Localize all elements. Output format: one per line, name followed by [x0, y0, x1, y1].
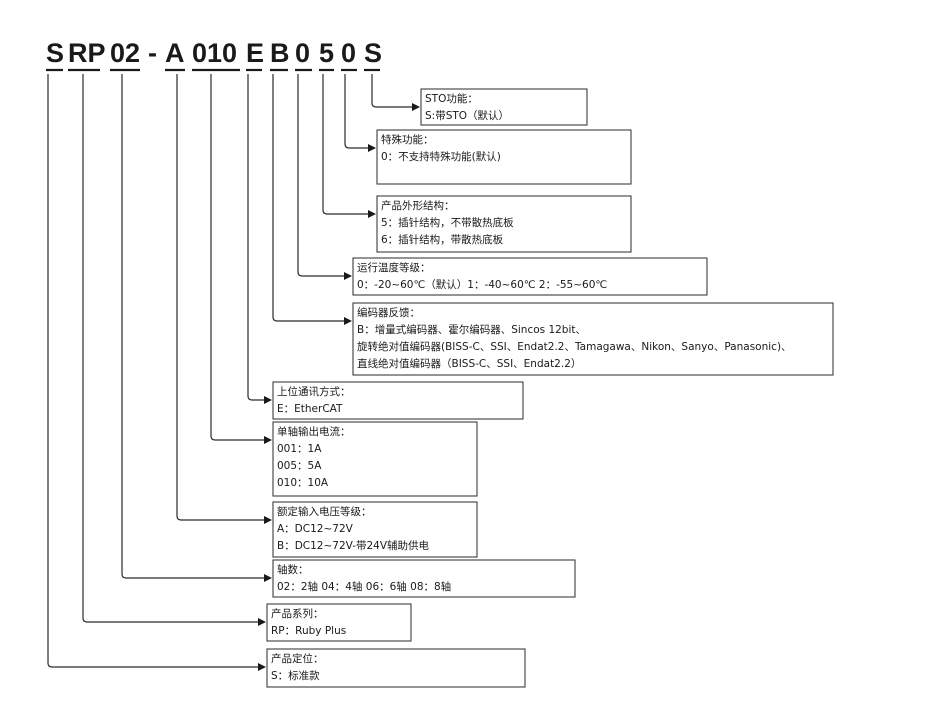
box-line: 0：-20~60℃（默认）1：-40~60℃ 2：-55~60℃ — [357, 278, 607, 291]
code-segment: S — [364, 38, 382, 68]
connector-line — [297, 74, 345, 277]
box-title: 编码器反馈： — [357, 306, 420, 319]
arrowhead-icon — [368, 210, 376, 218]
connector-line — [272, 74, 345, 322]
description-boxes: STO功能： S:带STO（默认） 特殊功能： 0：不支持特殊功能(默认) 产品外形结构… — [266, 88, 834, 688]
description-box: 上位通讯方式： E：EtherCAT — [272, 381, 524, 420]
box-line: 001：1A — [277, 443, 322, 455]
connector-line — [247, 74, 265, 401]
box-border — [272, 381, 524, 420]
description-box: 轴数： 02：2轴 04：4轴 06：6轴 08：8轴 — [272, 559, 576, 598]
description-box: 额定输入电压等级： A：DC12~72V B：DC12~72V-带24V辅助供电 — [272, 501, 478, 558]
connector-line — [322, 74, 369, 215]
connector-lines — [47, 74, 420, 671]
description-box: 特殊功能： 0：不支持特殊功能(默认) — [376, 129, 632, 185]
box-line: 02：2轴 04：4轴 06：6轴 08：8轴 — [277, 580, 451, 593]
description-box: STO功能： S:带STO（默认） — [420, 88, 588, 126]
box-border — [352, 302, 834, 376]
connector-line — [210, 74, 265, 441]
box-title: 单轴输出电流： — [277, 425, 351, 438]
code-segment: S — [46, 38, 64, 68]
connector-line — [47, 74, 259, 668]
box-line: 0：不支持特殊功能(默认) — [381, 150, 501, 163]
code-segment: E — [246, 38, 264, 68]
box-title: STO功能： — [425, 92, 478, 105]
code-segment: 5 — [319, 38, 334, 68]
box-title: 运行温度等级： — [357, 261, 431, 274]
arrowhead-icon — [344, 272, 352, 280]
box-line: 6：插针结构，带散热底板 — [381, 233, 504, 246]
box-line: 5：插针结构，不带散热底板 — [381, 216, 514, 229]
arrowhead-icon — [264, 436, 272, 444]
code-segment: B — [270, 38, 290, 68]
box-border — [352, 257, 708, 296]
box-border — [420, 88, 588, 126]
connector-line — [176, 74, 265, 521]
box-line: B：增量式编码器、霍尔编码器、Sincos 12bit、 — [357, 323, 586, 336]
box-title: 特殊功能： — [381, 133, 434, 146]
arrowhead-icon — [264, 516, 272, 524]
box-line: E：EtherCAT — [277, 403, 343, 415]
code-segment: RP — [68, 38, 106, 68]
code-segment: 0 — [295, 38, 310, 68]
box-title: 上位通讯方式： — [277, 385, 351, 398]
code-segment: - — [148, 38, 157, 68]
box-title: 产品定位： — [271, 652, 324, 665]
box-title: 产品外形结构： — [381, 199, 455, 212]
arrowhead-icon — [264, 574, 272, 582]
box-border — [376, 195, 632, 253]
description-box: 产品系列： RP：Ruby Plus — [266, 603, 412, 642]
box-title: 额定输入电压等级： — [277, 505, 372, 518]
box-line: 旋转绝对值编码器(BISS-C、SSI、Endat2.2、Tamagawa、Ni… — [357, 340, 792, 353]
description-box: 编码器反馈： B：增量式编码器、霍尔编码器、Sincos 12bit、旋转绝对值编… — [352, 302, 834, 376]
box-line: RP：Ruby Plus — [271, 625, 346, 637]
box-line: 010：10A — [277, 477, 329, 489]
code-segment: 0 — [341, 38, 356, 68]
box-title: 轴数： — [277, 563, 309, 576]
box-title: 产品系列： — [271, 607, 324, 620]
box-line: S:带STO（默认） — [425, 109, 509, 122]
arrowhead-icon — [258, 618, 266, 626]
connector-line — [82, 74, 259, 623]
box-border — [266, 648, 526, 688]
code-segment: 010 — [192, 38, 237, 68]
box-line: 005：5A — [277, 460, 322, 472]
box-line: B：DC12~72V-带24V辅助供电 — [277, 539, 430, 552]
box-border — [272, 501, 478, 558]
connector-line — [344, 74, 369, 149]
description-box: 产品定位： S：标准款 — [266, 648, 526, 688]
box-line: A：DC12~72V — [277, 523, 354, 535]
connector-line — [121, 74, 265, 579]
box-line: 直线绝对值编码器（BISS-C、SSI、Endat2.2） — [357, 357, 581, 370]
description-box: 单轴输出电流： 001：1A 005：5A 010：10A — [272, 421, 478, 497]
box-border — [266, 603, 412, 642]
box-line: S：标准款 — [271, 669, 320, 682]
description-box: 产品外形结构： 5：插针结构，不带散热底板 6：插针结构，带散热底板 — [376, 195, 632, 253]
connector-line — [371, 74, 413, 108]
arrowhead-icon — [264, 396, 272, 404]
box-border — [272, 559, 576, 598]
arrowhead-icon — [368, 144, 376, 152]
arrowhead-icon — [412, 103, 420, 111]
arrowhead-icon — [258, 663, 266, 671]
box-border — [376, 129, 632, 185]
arrowhead-icon — [344, 317, 352, 325]
code-segment: 02 — [110, 38, 140, 68]
code-segment: A — [165, 38, 185, 68]
description-box: 运行温度等级： 0：-20~60℃（默认）1：-40~60℃ 2：-55~60℃ — [352, 257, 708, 296]
box-border — [272, 421, 478, 497]
